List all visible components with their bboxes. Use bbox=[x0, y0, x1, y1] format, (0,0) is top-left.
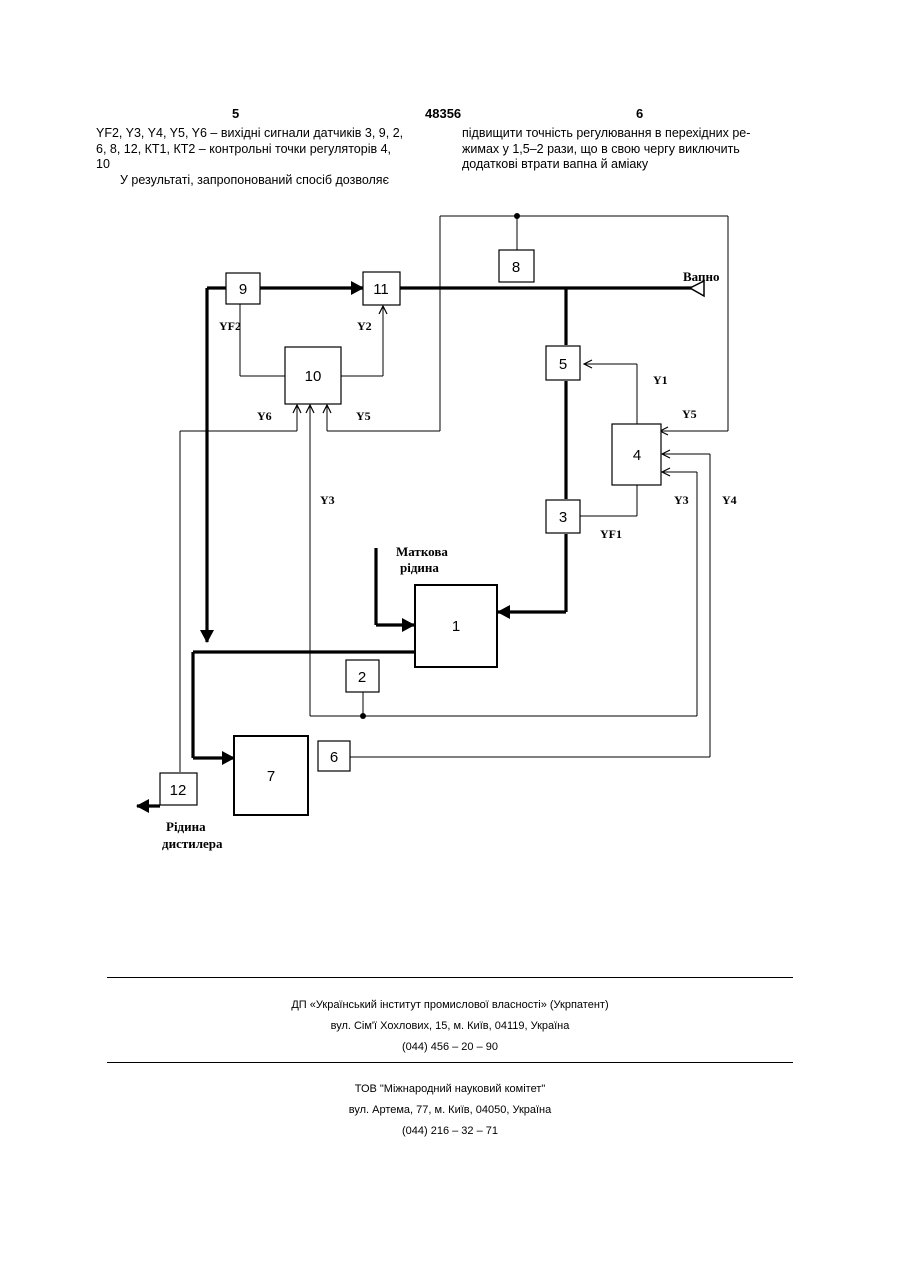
junction-dot bbox=[360, 713, 366, 719]
matkova-label-2: рідина bbox=[400, 560, 439, 575]
y4-label: Y4 bbox=[722, 493, 737, 507]
block-7-label: 7 bbox=[267, 768, 275, 785]
blocks bbox=[160, 250, 661, 815]
footer-address-2: вул. Артема, 77, м. Київ, 04050, Україна bbox=[0, 1104, 900, 1116]
junction-dot bbox=[514, 213, 520, 219]
y6-label: Y6 bbox=[257, 409, 272, 423]
block-9-label: 9 bbox=[239, 281, 247, 298]
block-6-label: 6 bbox=[330, 749, 338, 766]
block-8-label: 8 bbox=[512, 259, 520, 276]
footer-org-2: ТОВ "Міжнародний науковий комітет" bbox=[0, 1083, 900, 1095]
y2-label: Y2 bbox=[357, 319, 372, 333]
block-10-label: 10 bbox=[305, 368, 322, 385]
y5-right-label: Y5 bbox=[682, 407, 697, 421]
yf1-label: YF1 bbox=[600, 527, 622, 541]
signal-lines bbox=[180, 216, 728, 772]
ridina-label: Рідина bbox=[166, 819, 206, 834]
footer-address-1: вул. Сім'ї Хохлових, 15, м. Київ, 04119,… bbox=[0, 1020, 900, 1032]
y5-left-label: Y5 bbox=[356, 409, 371, 423]
block-4-label: 4 bbox=[633, 447, 641, 464]
block-5-label: 5 bbox=[559, 356, 567, 373]
y3-left-label: Y3 bbox=[320, 493, 335, 507]
y1-label: Y1 bbox=[653, 373, 668, 387]
footer-divider bbox=[107, 977, 793, 978]
control-diagram: 8 9 11 10 5 4 3 1 2 7 6 12 Вапно Маткова… bbox=[0, 0, 900, 900]
block-11-label: 11 bbox=[373, 281, 389, 298]
yf2-label: YF2 bbox=[219, 319, 241, 333]
footer-phone-1: (044) 456 – 20 – 90 bbox=[0, 1041, 900, 1053]
block-1-label: 1 bbox=[452, 618, 460, 635]
block-3-label: 3 bbox=[559, 509, 567, 526]
footer-phone-2: (044) 216 – 32 – 71 bbox=[0, 1125, 900, 1137]
block-2-label: 2 bbox=[358, 669, 366, 686]
block-12-label: 12 bbox=[170, 782, 187, 799]
footer-divider bbox=[107, 1062, 793, 1063]
vapno-label: Вапно bbox=[683, 269, 719, 284]
y3-right-label: Y3 bbox=[674, 493, 689, 507]
matkova-label: Маткова bbox=[396, 544, 448, 559]
distyler-label: дистилера bbox=[162, 836, 223, 851]
footer-org-1: ДП «Український інститут промислової вла… bbox=[0, 999, 900, 1011]
